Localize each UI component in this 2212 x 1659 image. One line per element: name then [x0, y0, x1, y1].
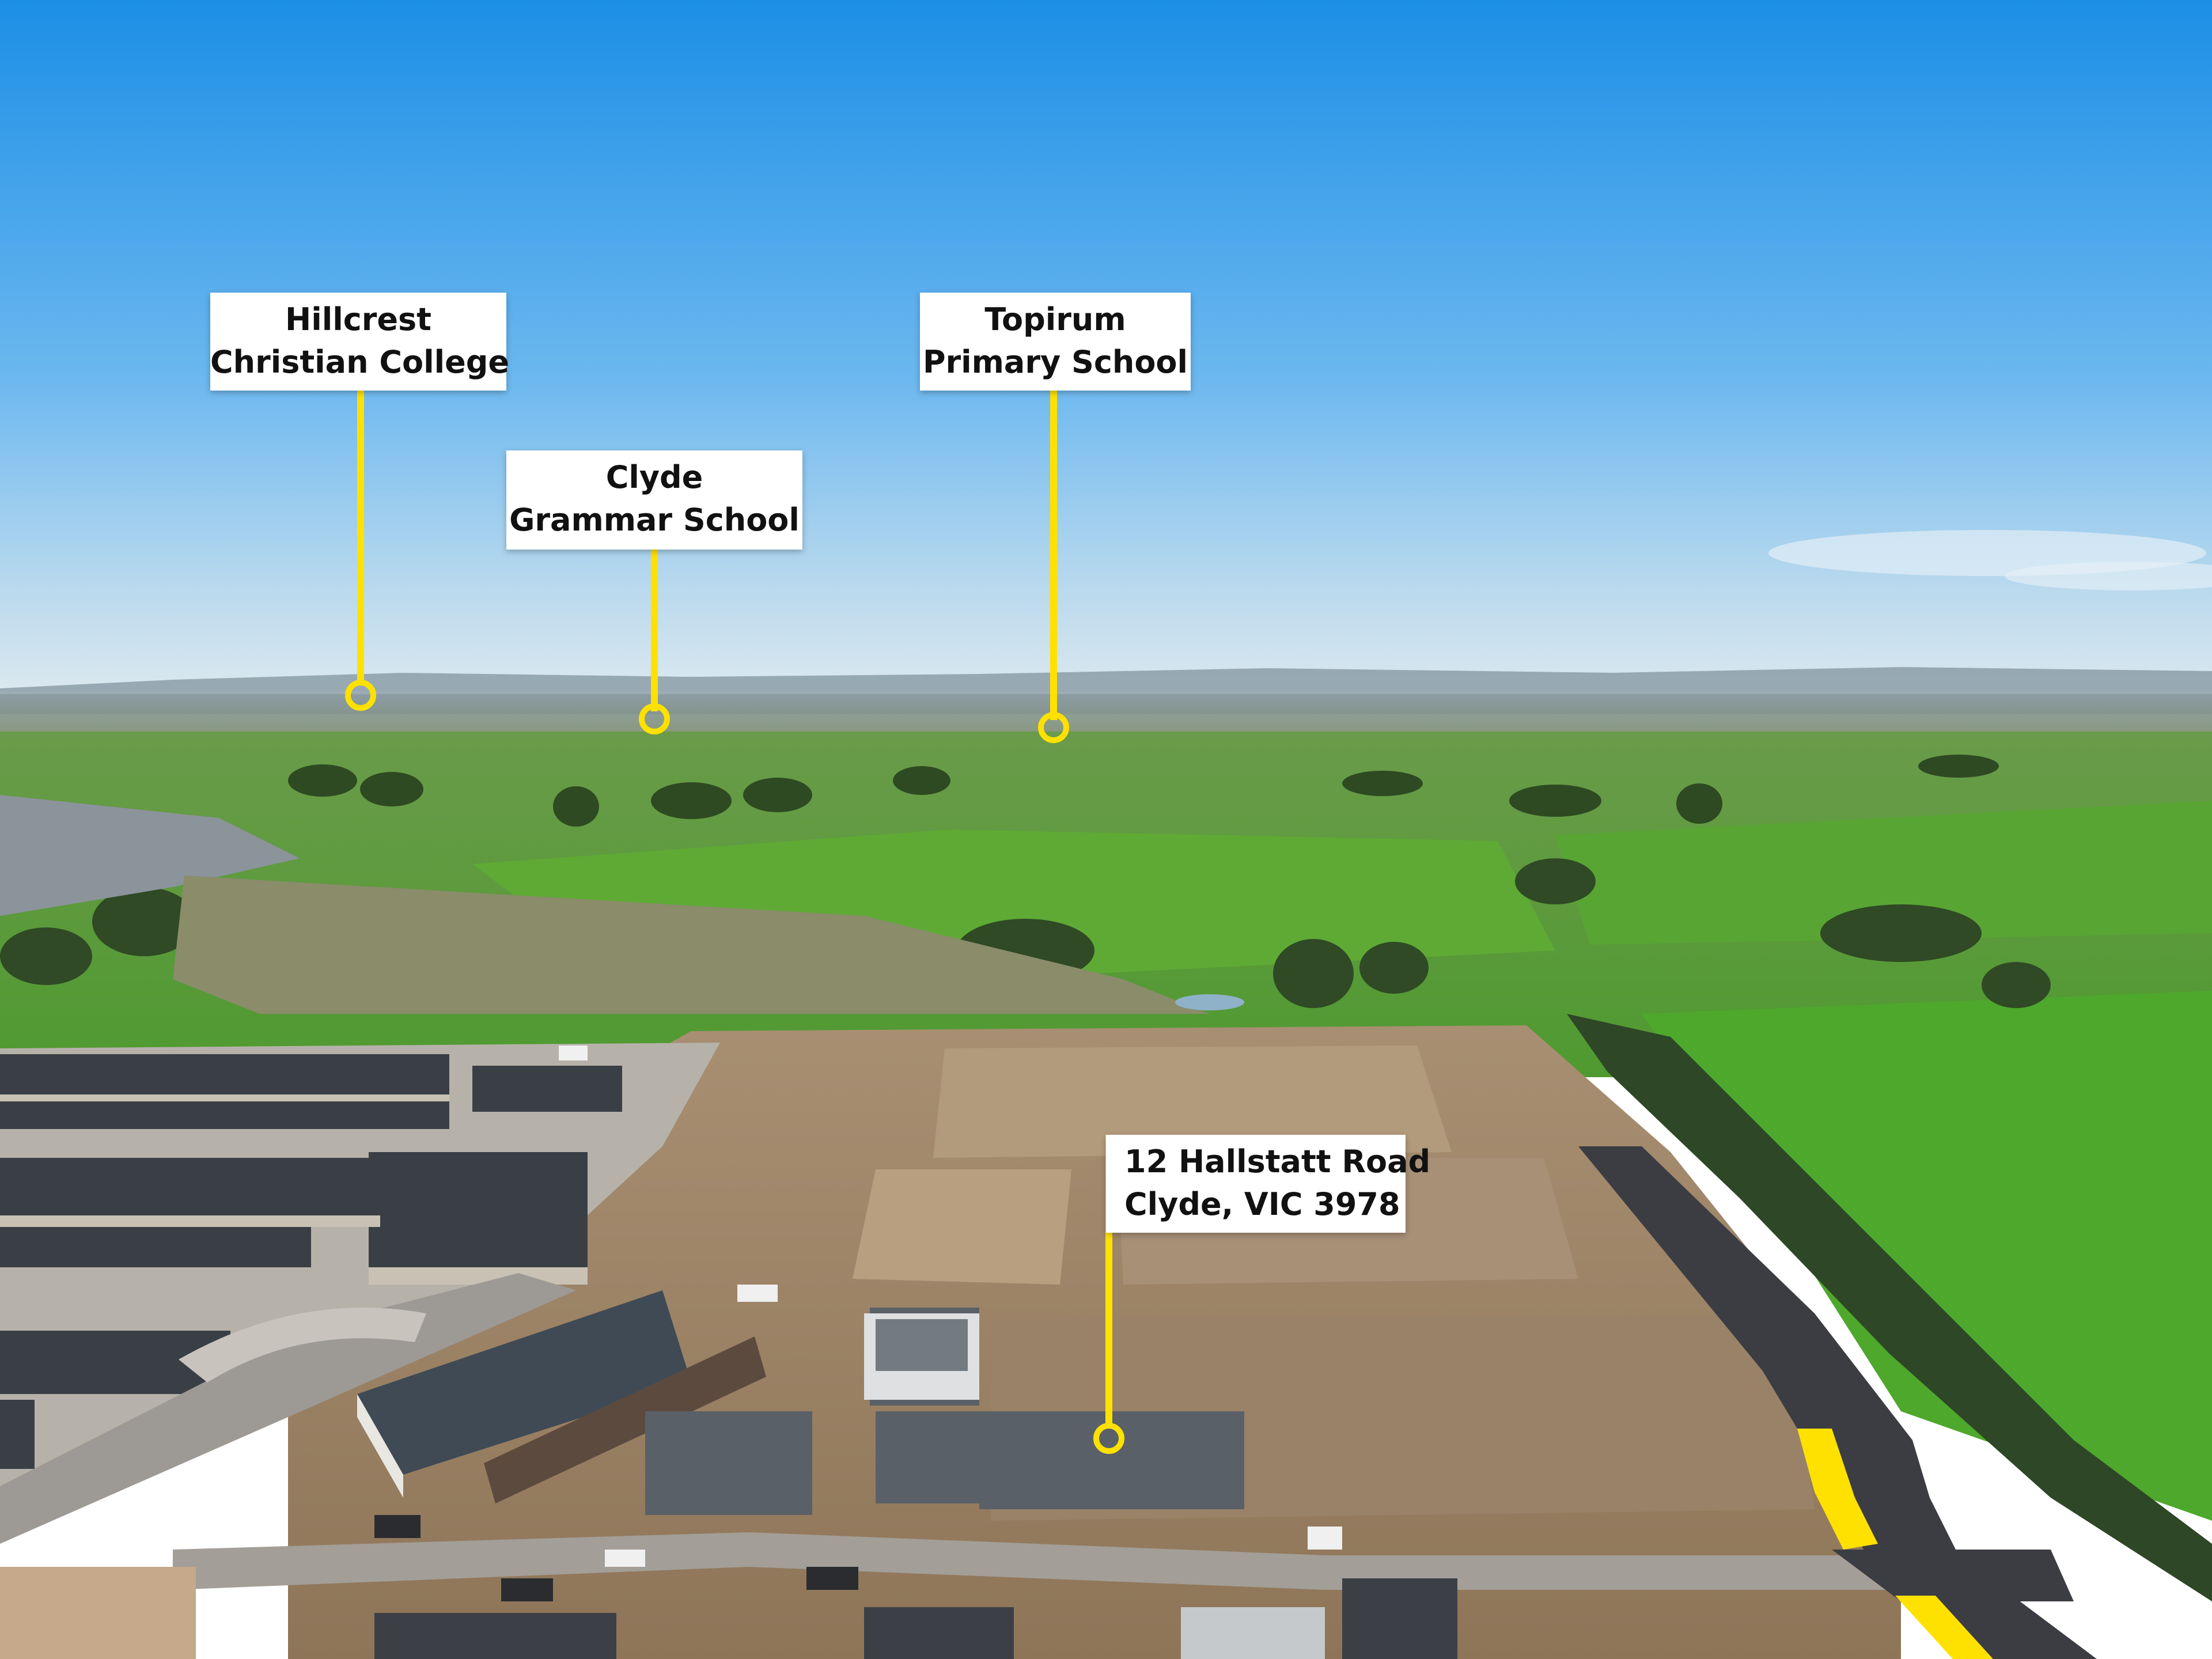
label-clyde-grammar-line1: Clyde — [605, 459, 703, 495]
rooftops-left — [0, 1054, 622, 1469]
marker-lines — [357, 391, 1112, 1429]
label-hillcrest-line1: Hillcrest — [285, 301, 431, 338]
label-hillcrest-line2: Christian College — [210, 344, 510, 380]
label-property-address: 12 Hallstatt Road Clyde, VIC 3978 — [1106, 1135, 1431, 1233]
label-topirum-line2: Primary School — [922, 344, 1188, 380]
field-patch-right — [1555, 801, 2212, 945]
house-white-roof — [876, 1319, 968, 1371]
new-road-bottom — [1832, 1550, 2074, 1601]
graded-lot — [933, 1046, 1452, 1158]
marker-property — [1093, 1423, 1124, 1454]
yellow-marker-path — [1895, 1596, 1993, 1659]
label-clyde-grammar-school: Clyde Grammar School — [506, 450, 802, 550]
tree-line-far — [288, 755, 1999, 827]
suburb-left-far — [0, 795, 300, 916]
house-frame — [0, 1567, 196, 1659]
label-property-suburb: Clyde, VIC 3978 — [1124, 1186, 1400, 1222]
marker-hillcrest — [345, 680, 376, 711]
townhouse-block — [484, 1336, 766, 1503]
new-road-right — [1578, 1146, 2097, 1659]
house-white-bottom — [1181, 1607, 1325, 1659]
marker-clyde-grammar — [639, 703, 670, 734]
distant-suburbs — [0, 694, 2212, 734]
wetland-area — [173, 876, 1210, 1014]
townhouse-block — [357, 1290, 691, 1475]
marker-topirum — [1038, 712, 1069, 743]
graded-lot — [853, 1169, 1071, 1285]
field-right-lower — [1642, 991, 2212, 1521]
label-topirum-line1: Topirum — [984, 301, 1126, 338]
road-curve — [179, 1308, 426, 1382]
marker-circles — [345, 680, 1124, 1454]
vehicles — [559, 1046, 1342, 1567]
label-hillcrest-christian-college: Hillcrest Christian College — [210, 293, 510, 391]
yellow-marker-path — [1797, 1429, 1878, 1550]
road-bottom — [173, 1532, 1912, 1590]
rooftops-left-walls — [0, 1094, 588, 1285]
vehicles-dark — [374, 1515, 858, 1601]
cloud — [2005, 562, 2212, 590]
label-clyde-grammar-line2: Grammar School — [509, 502, 800, 538]
road-left — [0, 1273, 576, 1544]
field-patch-bright — [472, 830, 1555, 979]
townhouse-block-wall — [357, 1394, 403, 1498]
label-topirum-primary-school: Topirum Primary School — [920, 293, 1191, 391]
pond — [1175, 994, 1244, 1010]
tree-corridor-right — [1567, 1014, 2212, 1601]
label-property-street: 12 Hallstatt Road — [1124, 1143, 1431, 1180]
houses-bottom — [374, 1578, 1457, 1659]
